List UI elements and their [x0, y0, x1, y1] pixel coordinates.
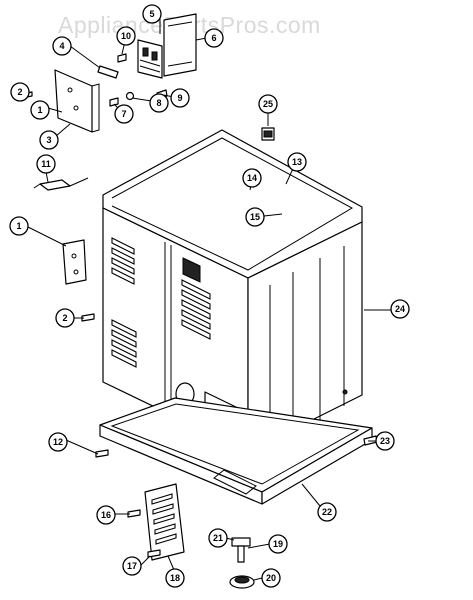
callout-label: 7	[121, 109, 126, 119]
callout-label: 3	[46, 135, 51, 145]
callout-3[interactable]: 3	[39, 130, 59, 150]
part-base	[99, 397, 373, 505]
callout-5[interactable]: 5	[142, 4, 162, 24]
callout-20[interactable]: 20	[261, 568, 281, 588]
part-screw-17	[147, 549, 161, 558]
callout-23[interactable]: 23	[375, 431, 395, 451]
callout-label: 2	[62, 313, 67, 323]
part-cabinet	[102, 129, 363, 453]
part-clip	[97, 65, 119, 79]
callout-label: 10	[121, 31, 131, 41]
callout-12[interactable]: 12	[48, 432, 68, 452]
part-screw-12	[95, 449, 109, 458]
callout-label: 12	[53, 437, 63, 447]
callout-label: 22	[322, 507, 332, 517]
callout-label: 9	[177, 93, 182, 103]
callout-label: 25	[263, 99, 273, 109]
callout-label: 23	[380, 436, 390, 446]
callout-label: 4	[59, 41, 64, 51]
callout-22[interactable]: 22	[317, 502, 337, 522]
callout-25[interactable]: 25	[258, 94, 278, 114]
callout-label: 21	[213, 533, 223, 543]
callout-2-lower[interactable]: 2	[55, 308, 75, 328]
callout-label: 20	[266, 573, 276, 583]
callout-19[interactable]: 19	[268, 534, 288, 554]
callout-label: 1	[37, 105, 42, 115]
callout-8[interactable]: 8	[149, 93, 169, 113]
callout-label: 17	[127, 561, 137, 571]
callout-label: 11	[41, 159, 51, 169]
part-terminal-block	[137, 39, 163, 79]
callout-16[interactable]: 16	[96, 505, 116, 525]
part-cover-plate	[163, 13, 197, 77]
callout-17[interactable]: 17	[122, 556, 142, 576]
part-bracket-left	[62, 239, 87, 285]
callout-label: 16	[101, 510, 111, 520]
callout-24[interactable]: 24	[390, 299, 410, 319]
callout-11[interactable]: 11	[36, 154, 56, 174]
part-access-cover-18	[144, 483, 185, 561]
part-control-bracket	[54, 69, 100, 133]
part-screw-2-lower	[81, 313, 95, 322]
callout-label: 15	[250, 212, 260, 222]
callout-label: 18	[170, 573, 180, 583]
part-leveling-leg	[231, 537, 251, 563]
callout-label: 6	[211, 33, 216, 43]
callout-label: 19	[273, 539, 283, 549]
callout-1-top[interactable]: 1	[30, 100, 50, 120]
callout-label: 2	[17, 87, 22, 97]
callout-1-lower[interactable]: 1	[9, 216, 29, 236]
callout-21[interactable]: 21	[208, 528, 228, 548]
part-sensor-25	[261, 127, 275, 141]
callout-18[interactable]: 18	[165, 568, 185, 588]
callout-9[interactable]: 9	[170, 88, 190, 108]
callout-15[interactable]: 15	[245, 207, 265, 227]
callout-4[interactable]: 4	[52, 36, 72, 56]
part-foot-pad	[229, 575, 255, 589]
callout-label: 14	[247, 173, 257, 183]
callout-label: 1	[16, 221, 21, 231]
callout-13[interactable]: 13	[287, 152, 307, 172]
callout-2-top[interactable]: 2	[10, 82, 30, 102]
callout-14[interactable]: 14	[242, 168, 262, 188]
callout-label: 8	[156, 98, 161, 108]
part-screw-16	[127, 509, 141, 518]
callout-label: 13	[292, 157, 302, 167]
callout-label: 5	[149, 9, 154, 19]
part-wire-connector	[33, 177, 89, 191]
callout-label: 24	[395, 304, 405, 314]
callout-6[interactable]: 6	[204, 28, 224, 48]
callout-7[interactable]: 7	[114, 104, 134, 124]
callout-10[interactable]: 10	[116, 26, 136, 46]
